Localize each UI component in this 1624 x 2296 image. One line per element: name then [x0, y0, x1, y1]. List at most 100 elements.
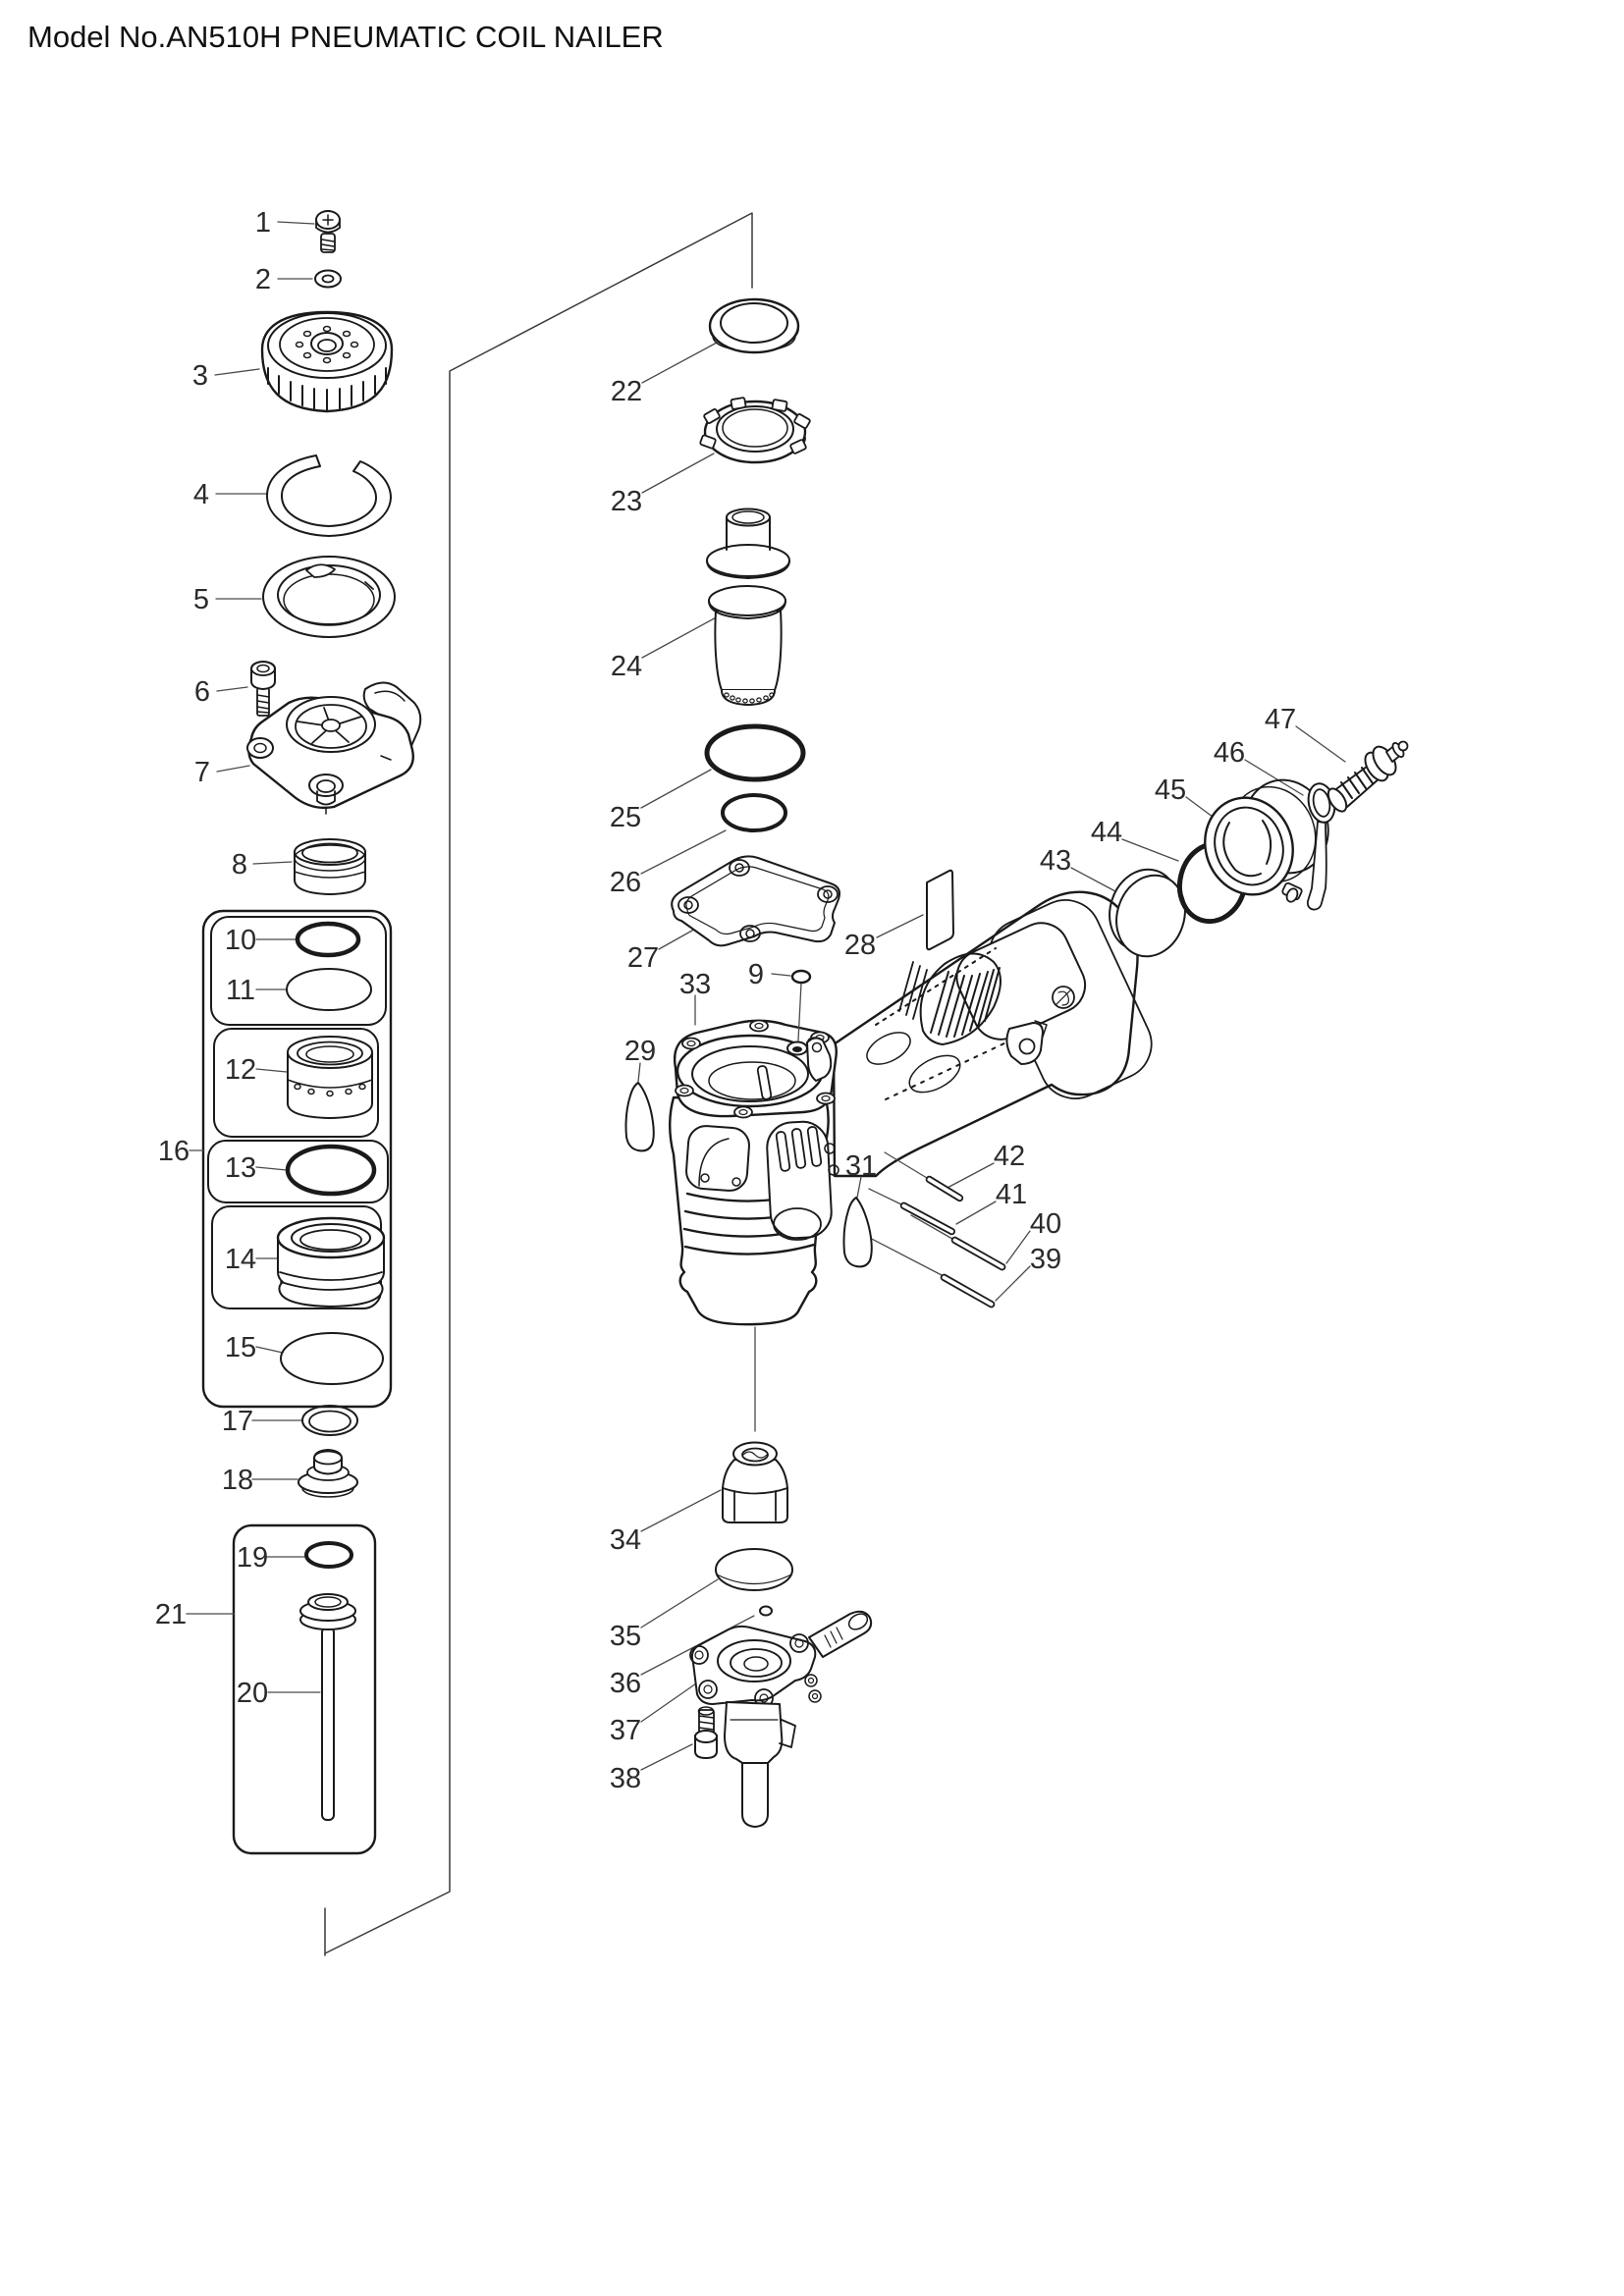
part-label-36: 36 [610, 1668, 641, 1699]
part-9-oring [790, 969, 812, 985]
part-label-44: 44 [1091, 817, 1122, 848]
part-40-pin [950, 1236, 1006, 1271]
part-label-47: 47 [1265, 704, 1296, 735]
part-label-38: 38 [610, 1763, 641, 1794]
part-12-cylinder-ring [287, 1036, 373, 1119]
part-label-4: 4 [193, 479, 209, 510]
part-label-7: 7 [194, 757, 210, 788]
part-10-oring [295, 921, 361, 958]
part-45-end-cap [1204, 778, 1329, 896]
part-4-c-ring [266, 454, 392, 537]
bore-pin [756, 1065, 773, 1100]
part-label-37: 37 [610, 1715, 641, 1746]
part-label-35: 35 [610, 1621, 641, 1652]
part-label-25: 25 [610, 802, 641, 833]
handle-cutout-1 [866, 1032, 911, 1065]
part-label-34: 34 [610, 1524, 641, 1556]
part-label-45: 45 [1155, 774, 1186, 806]
part-label-46: 46 [1214, 737, 1245, 769]
page-title: Model No.AN510H PNEUMATIC COIL NAILER [27, 20, 664, 54]
part-label-8: 8 [232, 849, 247, 881]
part-label-14: 14 [225, 1244, 256, 1275]
part-17-oring [301, 1405, 358, 1436]
part-label-11: 11 [226, 975, 255, 1006]
part-label-15: 15 [225, 1332, 256, 1363]
part-13-oring [285, 1144, 377, 1197]
part-15-ring [280, 1332, 384, 1385]
part-label-19: 19 [237, 1542, 268, 1574]
part-label-9: 9 [748, 959, 764, 990]
part-2-washer [314, 269, 342, 289]
part-label-41: 41 [996, 1179, 1027, 1210]
part-label-31: 31 [845, 1150, 877, 1182]
part-25-oring [704, 723, 806, 782]
part-label-1: 1 [255, 207, 271, 239]
body-rib-4 [683, 1243, 816, 1255]
part-label-17: 17 [222, 1406, 253, 1437]
part-label-21: 21 [155, 1599, 187, 1630]
housing-body [669, 890, 1153, 1326]
part-39-pin [940, 1273, 996, 1308]
latch-hook [1005, 1020, 1048, 1065]
part-36-ball [759, 1605, 773, 1617]
part-label-6: 6 [194, 676, 210, 708]
part-23-lock-ring [699, 397, 811, 464]
part-labels: 1 2 3 4 5 6 7 8 9 10 11 12 13 14 15 16 1… [155, 207, 1296, 1794]
part-label-5: 5 [193, 584, 209, 615]
part-31-pad [842, 1197, 873, 1268]
part-19-oring [304, 1541, 353, 1569]
rivet-row-lower [885, 1032, 1028, 1100]
part-26-oring [721, 793, 787, 832]
part-label-18: 18 [222, 1465, 253, 1496]
part-label-12: 12 [225, 1054, 256, 1086]
part-label-2: 2 [255, 264, 271, 295]
part-28-plate [926, 869, 954, 951]
part-label-24: 24 [611, 651, 642, 682]
part-label-40: 40 [1030, 1208, 1061, 1240]
part-label-28: 28 [844, 930, 876, 961]
part-label-23: 23 [611, 486, 642, 517]
part-41-pin [899, 1201, 955, 1236]
part-14-piston-ring-set [276, 1216, 386, 1308]
plate-bosses [675, 1019, 836, 1119]
leader-lines [186, 221, 1346, 1771]
part-37-trigger-valve [689, 1610, 873, 1828]
part-label-20: 20 [237, 1678, 268, 1709]
handle-cutout-2 [908, 1054, 961, 1094]
part-label-10: 10 [225, 925, 256, 956]
part-27-gasket [671, 855, 840, 947]
part-24-cylinder [706, 507, 790, 706]
part-3-cap [260, 310, 394, 413]
part-43-filter-disc [1109, 868, 1186, 958]
part-35-gasket-disc [715, 1548, 793, 1591]
part-label-33: 33 [679, 969, 711, 1000]
part-18-bumper-cap [298, 1449, 358, 1498]
part-11-ring [286, 968, 372, 1011]
part-label-26: 26 [610, 867, 641, 898]
part-label-22: 22 [611, 376, 642, 407]
group-box-16 [201, 909, 393, 1409]
part-20-driver-stem [299, 1593, 356, 1821]
part-label-29: 29 [624, 1036, 656, 1067]
exhaust-grille [898, 952, 1001, 1045]
rivet-row-upper [875, 947, 997, 1026]
part-label-3: 3 [192, 360, 208, 392]
part-label-39: 39 [1030, 1244, 1061, 1275]
reference-plane [324, 212, 753, 1956]
part-5-gasket-ring [262, 556, 396, 638]
part-38-bolt [694, 1706, 718, 1759]
part-1-screw [315, 210, 341, 253]
part-29-pad [624, 1082, 655, 1152]
part-label-42: 42 [994, 1141, 1025, 1172]
part-label-13: 13 [225, 1152, 256, 1184]
part-8-sleeve [294, 838, 366, 895]
group-box-21 [232, 1523, 377, 1855]
part-7-head-valve [246, 681, 422, 815]
part-6-bolt [250, 661, 276, 717]
part-label-16: 16 [158, 1136, 189, 1167]
part-47-air-fitting [1326, 740, 1409, 813]
part-34-cap-nut [722, 1441, 788, 1523]
brand-logo-glyph [1055, 988, 1072, 1006]
